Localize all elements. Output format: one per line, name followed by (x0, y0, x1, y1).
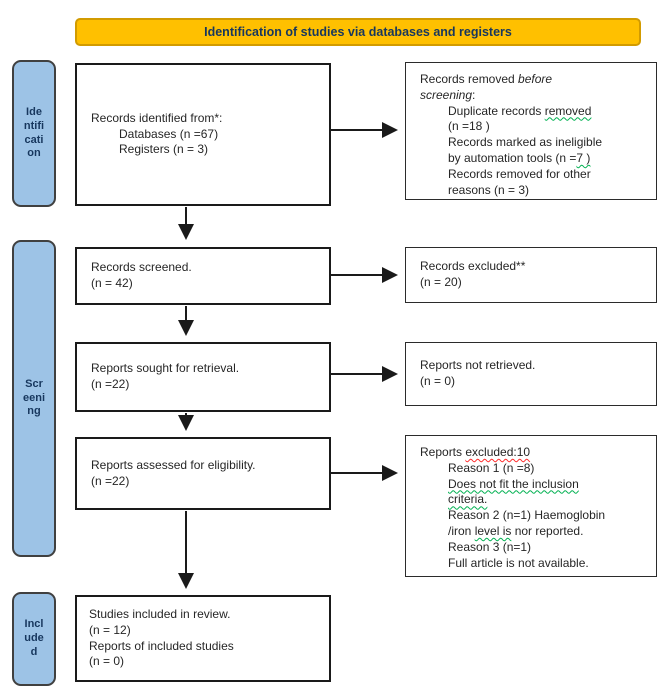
reason1-line: Reason 1 (n =8) (448, 460, 535, 475)
records-identified-registers: Registers (n = 3) (119, 142, 209, 157)
box-studies-included: Studies included in review. (n = 12) Rep… (75, 595, 331, 682)
box-records-removed: Records removed before screening: Duplic… (405, 62, 657, 200)
studies-included-line: Studies included in review. (89, 606, 231, 621)
records-screened-count: (n = 42) (91, 276, 133, 290)
automation-tools-count: 7 ) (576, 151, 591, 166)
reports-assessed-line: Reports assessed for eligibility. (91, 457, 256, 472)
reason2-iron-text: /iron (448, 524, 475, 539)
reports-sought-line: Reports sought for retrieval. (91, 361, 240, 376)
reason3-line: Reason 3 (n=1) (448, 539, 532, 554)
reports-not-retrieved-line: Reports not retrieved. (420, 358, 536, 373)
records-removed-line2: screening: (420, 88, 646, 104)
records-removed-line1: Records removed before (420, 72, 646, 88)
records-identified-line: Records identified from*: (91, 110, 223, 125)
records-excluded-line: Records excluded** (420, 259, 526, 274)
box-reports-sought: Reports sought for retrieval. (n =22) (75, 342, 331, 412)
duplicate-records-text: Duplicate records (448, 103, 545, 118)
reason2-line: Reason 2 (n=1) Haemoglobin (448, 508, 606, 523)
stage-label-included: Included (12, 592, 56, 686)
records-removed-text: Records removed (420, 72, 519, 86)
reports-sought-count: (n =22) (91, 377, 130, 391)
reports-not-retrieved-count: (n = 0) (420, 374, 456, 388)
stage-label-included-text: Included (24, 618, 44, 658)
duplicate-records-line: Duplicate records removed (420, 104, 646, 120)
records-excluded-count: (n = 20) (420, 275, 462, 289)
reports-excluded-count: excluded:10 (465, 445, 531, 459)
box-reports-not-retrieved: Reports not retrieved. (n = 0) (405, 342, 657, 406)
studies-included-count: (n = 12) (89, 622, 131, 637)
records-removed-screening: screening (420, 87, 473, 102)
automation-tools-line: by automation tools (n =7 ) (420, 151, 646, 167)
records-removed-colon: : (472, 87, 476, 102)
duplicate-records-count: (n =18 ) (448, 119, 490, 134)
records-screened-line: Records screened. (91, 260, 192, 275)
duplicate-records-removed-word: removed (544, 103, 592, 118)
reports-assessed-count: (n =22) (91, 473, 130, 488)
reason2-reported-text: nor reported. (511, 524, 584, 539)
box-reports-assessed: Reports assessed for eligibility. (n =22… (75, 437, 331, 510)
box-records-excluded: Records excluded** (n = 20) (405, 247, 657, 303)
stage-label-identification-text: Identification (23, 106, 45, 160)
reason2-level-text: level is (474, 524, 512, 539)
records-removed-before: before (518, 72, 553, 86)
stage-label-screening-text: Screening (23, 377, 46, 418)
box-records-identified: Records identified from*: Databases (n =… (75, 63, 331, 206)
automation-tools-text: by automation tools (n = (448, 151, 577, 166)
reason2-detail-line: /iron level is nor reported. (420, 524, 646, 540)
reason3-detail-line: Full article is not available. (448, 555, 589, 570)
stage-label-screening: Screening (12, 240, 56, 557)
banner-label: Identification of studies via databases … (204, 25, 512, 39)
records-identified-databases: Databases (n =67) (119, 126, 219, 141)
reports-excluded-text: Reports (420, 445, 466, 459)
reports-included-count: (n = 0) (89, 654, 125, 669)
box-reports-excluded: Reports excluded:10 Reason 1 (n =8) Does… (405, 435, 657, 577)
reports-included-line: Reports of included studies (89, 638, 234, 653)
stage-label-identification: Identification (12, 60, 56, 207)
records-ineligible-line: Records marked as ineligible (448, 135, 603, 150)
reports-excluded-line: Reports excluded:10 (420, 445, 646, 461)
box-records-screened: Records screened. (n = 42) (75, 247, 331, 305)
reason1-detail-line1: Does not fit the inclusion (448, 476, 579, 491)
other-reasons-line: Records removed for other (448, 166, 591, 181)
other-reasons-count: reasons (n = 3) (448, 182, 530, 197)
reason1-detail-line2: criteria. (448, 492, 488, 507)
banner-identification-of-studies: Identification of studies via databases … (75, 18, 641, 46)
